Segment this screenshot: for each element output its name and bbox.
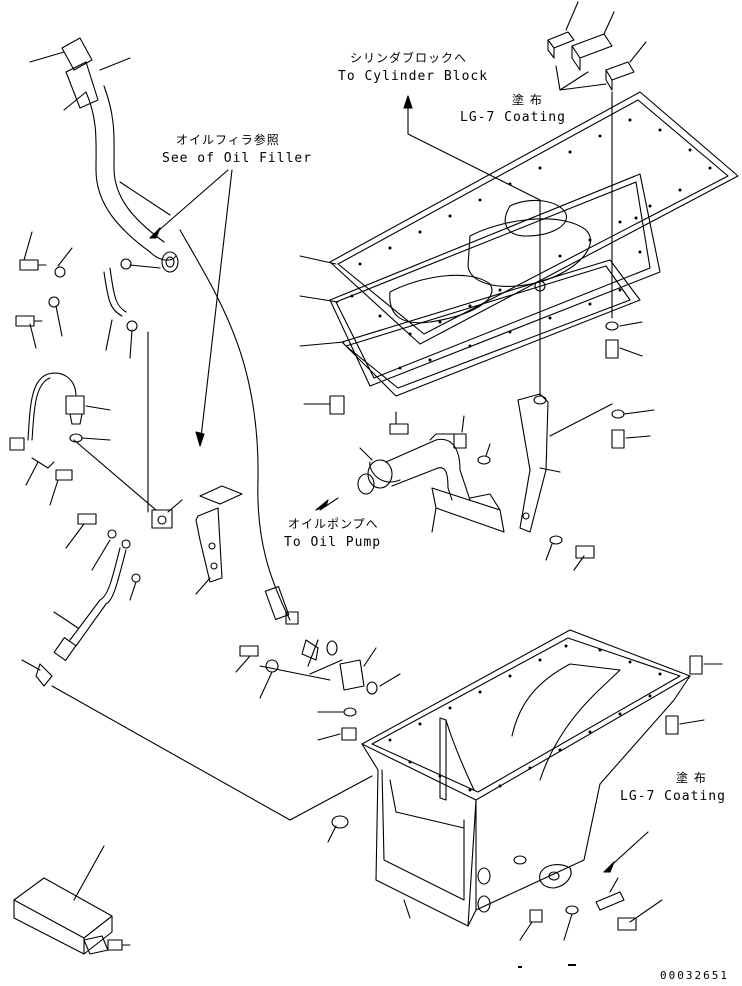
oil-filler-label-en: See of Oil Filler [162,151,313,166]
pan-bolt-holes [388,644,662,792]
coating-bottom-label-jp: 塗 布 [676,771,707,785]
drain-plug-fittings [235,585,401,741]
cylinder-block-arrow [403,95,541,397]
right-bolts-bracket [517,321,655,571]
cylinder-block-label-jp: シリンダブロックへ [350,51,468,65]
filler-routing-line [179,229,291,621]
oil-pan [327,629,723,941]
oil-pump-label-jp: オイルポンプへ [288,517,379,531]
gasket-bolt-holes [350,118,712,370]
coating-top-label-jp: 塗 布 [512,93,543,107]
cylinder-block-label-en: To Cylinder Block [338,69,489,84]
oil-filler-leaders [149,169,233,447]
level-gauge-tool [13,845,131,955]
hose-to-pan-line [51,685,373,821]
oil-filler-label-jp: オイルフィラ参照 [176,133,280,147]
oil-pump-label-en: To Oil Pump [284,535,382,550]
oil-sensor-assembly [9,372,111,506]
coating-top-label-en: LG-7 Coating [460,110,566,125]
oil-suction-pipe [303,395,505,533]
coating-bottom-label-en: LG-7 Coating [620,789,726,804]
coating-blocks [547,1,647,319]
drawing-id: 00032651 [660,969,729,982]
left-bolts-washers [15,231,161,359]
oil-filler-tube [29,37,179,273]
bottom-marks [518,964,576,968]
tee-fitting-bracket [73,331,243,595]
mid-hose-assembly [21,513,141,687]
gasket-plates [299,91,739,397]
